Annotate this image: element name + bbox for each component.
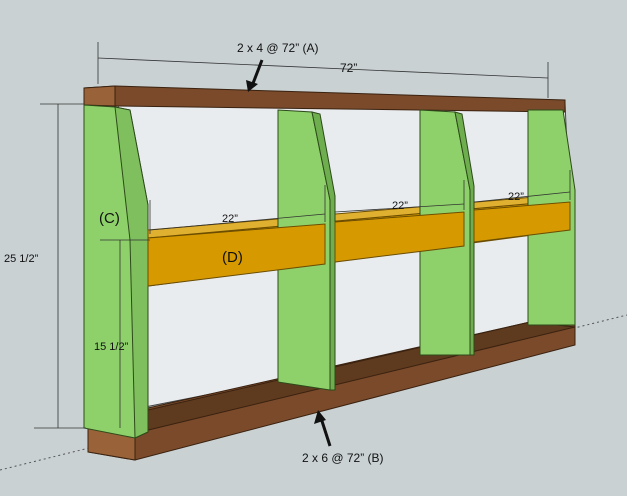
label-side-c: (C): [99, 210, 120, 227]
divider-2-edge: [454, 111, 475, 356]
label-brace-d: (D): [222, 249, 243, 266]
arrow-b-head: [314, 410, 326, 424]
dim-span-3: [473, 191, 571, 203]
label-height-lower: 15 1/2”: [94, 341, 129, 353]
label-overall-width: 72”: [340, 61, 357, 75]
dim-line-width: [97, 57, 549, 79]
dim-span-2: [334, 203, 465, 213]
dim-span-1: [149, 213, 326, 231]
brace-segment-3: [473, 201, 571, 243]
brace-segment-2: [334, 211, 465, 263]
brace-segment-1: [147, 223, 326, 287]
label-span-3: 22”: [508, 191, 524, 203]
top-board-face: [83, 85, 116, 107]
divider-1-edge: [311, 111, 336, 391]
label-bottom-board: 2 x 6 @ 72” (B): [302, 451, 384, 465]
arrow-a-shaft: [250, 59, 264, 87]
arrow-a-head: [246, 80, 258, 92]
label-top-board: 2 x 4 @ 72” (A): [237, 41, 319, 55]
arrow-b-shaft: [319, 417, 332, 447]
label-height-total: 25 1/2”: [4, 253, 39, 265]
label-span-2: 22”: [392, 200, 408, 212]
label-span-1: 22”: [222, 213, 238, 225]
